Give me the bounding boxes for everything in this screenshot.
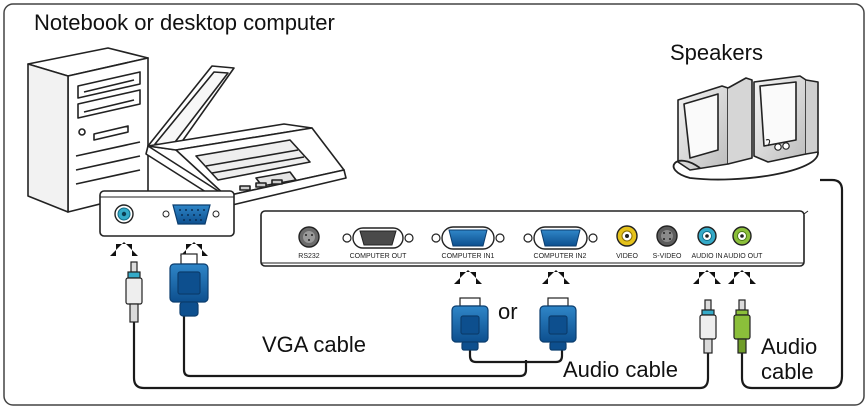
vga-cable-join	[468, 348, 564, 364]
audio-cable-label: Audio cable	[563, 357, 678, 382]
or-label: or	[498, 299, 518, 324]
audio-cable-computer-to-projector	[132, 322, 710, 390]
port-label-s-video: S-VIDEO	[652, 253, 682, 260]
audio-plug-audio-in	[699, 299, 717, 354]
computer-in2-port	[523, 226, 598, 250]
port-label-computer-in2: COMPUTER IN2	[533, 253, 587, 260]
port-label-computer-out: COMPUTER OUT	[349, 253, 407, 260]
projector-panel	[260, 210, 809, 267]
arrow-audio-in	[693, 270, 721, 284]
port-label-audio-out: AUDIO OUT	[723, 253, 763, 260]
port-label-computer-in1: COMPUTER IN1	[441, 253, 495, 260]
port-label-video: VIDEO	[616, 253, 638, 260]
audio-cable-right-label-line1: Audio	[761, 334, 818, 359]
vga-plug-computer	[169, 253, 209, 317]
arrow-vga-to-in2	[542, 270, 570, 284]
arrow-audio-out	[728, 270, 756, 284]
audio-plug-computer	[125, 261, 143, 323]
vga-cable-computer	[182, 314, 528, 378]
desktop-tower-icon	[27, 47, 149, 213]
port-label-audio-in: AUDIO IN	[691, 253, 723, 260]
audio-out-to-speakers-cable	[740, 178, 844, 390]
computer-port-panel	[99, 190, 235, 237]
audio-cable-right-label-line2: cable	[761, 359, 814, 384]
vga-plug-in2	[539, 297, 577, 351]
speakers-icon	[672, 75, 819, 181]
vga-plug-in1	[451, 297, 489, 351]
audio-plug-audio-out	[733, 299, 751, 354]
computer-in1-port	[431, 226, 505, 250]
computer-label: Notebook or desktop computer	[34, 10, 335, 35]
computer-out-port	[342, 227, 414, 249]
connection-arrows	[110, 242, 756, 284]
arrow-audio-to-computer	[110, 242, 138, 256]
vga-cable-label: VGA cable	[262, 332, 366, 357]
speakers-label: Speakers	[670, 40, 763, 65]
arrow-vga-to-in1	[454, 270, 482, 284]
diagram-border	[3, 3, 865, 406]
laptop-icon	[145, 65, 347, 207]
port-label-rs232: RS232	[298, 253, 320, 260]
arrow-vga-to-computer	[180, 242, 208, 256]
